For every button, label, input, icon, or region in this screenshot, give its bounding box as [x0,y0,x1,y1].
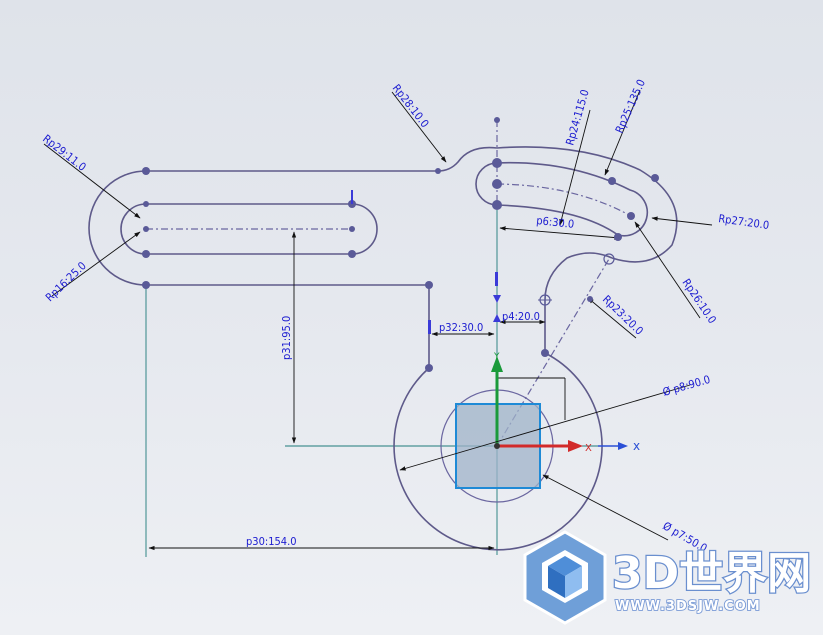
dim-p6-line [499,226,621,240]
sketch-point[interactable] [541,349,549,357]
sketch-point[interactable] [142,250,150,258]
constraint-marker [428,320,431,334]
dim-p16-leader [51,231,141,297]
sketch-point[interactable] [651,174,659,182]
dim-p24-leader [559,109,591,226]
dim-p7-leader [542,474,669,541]
outer-circle-arc[interactable] [393,352,603,551]
dim-p8-label[interactable]: Ø p8:90.0 [661,373,712,399]
sketch-points[interactable] [142,117,659,372]
sketch-point[interactable] [143,201,149,207]
dim-p25-label[interactable]: Rp25:135.0 [613,77,648,135]
dim-p6-label[interactable]: p6:30.0 [536,214,575,231]
dim-p23-leader [587,297,637,339]
dim-p16-label[interactable]: Rp16:25.0 [43,259,89,304]
sketch-point[interactable] [143,226,149,232]
dim-p28-leader [391,91,447,163]
sketch-point[interactable] [614,233,622,241]
x-ref-arrowhead [618,442,628,450]
sketch-point[interactable] [627,212,635,220]
sketch-point[interactable] [492,179,502,189]
triad-x-label: X [585,443,592,454]
sketch-point[interactable] [142,281,150,289]
constraint-marker [351,190,353,204]
sketch-point[interactable] [435,168,441,174]
dim-p28-label[interactable]: Rp28:10.0 [390,82,432,130]
sketch-point[interactable] [494,117,500,123]
sketch-center-marker[interactable] [603,253,615,265]
y-arrowhead [491,356,503,372]
sketch-point[interactable] [348,250,356,258]
dim-p32-label[interactable]: p32:30.0 [439,321,483,334]
x-arrowhead [568,440,583,452]
watermark-cube-icon [523,530,607,625]
curved-arm-outer[interactable] [496,146,678,263]
constraint-triangle [493,314,501,322]
connecting-arc[interactable] [544,252,613,353]
dim-p26-label[interactable]: Rp26:10.0 [680,276,719,326]
dim-p27-leader [651,216,713,226]
sketch-point[interactable] [492,158,502,168]
dimension-lines [43,89,713,551]
sketch-point[interactable] [608,177,616,185]
dim-p29-leader [43,143,141,219]
dimension-labels[interactable]: Rp28:10.0 Rp29:11.0 Rp16:25.0 Rp24:115.0… [40,77,770,555]
sketch-point[interactable] [142,167,150,175]
watermark-brand: 3D世界网 [612,548,811,599]
watermark: 3D世界网 WWW.3DSJW.COM [523,530,812,625]
reference-lines [145,120,625,557]
triad[interactable]: Y X x [455,352,640,489]
triad-y-label: Y [493,352,500,362]
dim-p25-leader [604,89,641,176]
curved-arm-centerline [496,183,632,217]
x-axis-label: x [633,439,640,453]
dim-p26-leader [634,221,701,319]
dim-p4-label[interactable]: p4:20.0 [502,310,540,323]
sketch-point[interactable] [425,364,433,372]
inner-slot[interactable] [120,203,378,255]
dim-p31-label[interactable]: p31:95.0 [280,316,293,360]
sketch-point[interactable] [492,200,502,210]
dim-p29-label[interactable]: Rp29:11.0 [40,132,88,174]
sketch-point[interactable] [425,281,433,289]
dim-p30-label[interactable]: p30:154.0 [246,535,297,548]
sketch-geometry[interactable] [88,146,678,551]
sketch-point[interactable] [587,296,593,302]
outer-profile-left[interactable] [88,146,498,368]
constraint-triangle [493,295,501,303]
dim-p23-label[interactable]: Rp23:20.0 [600,293,646,338]
constraint-marker [495,272,498,286]
dim-p8-line [399,384,691,471]
dim-p24-label[interactable]: Rp24:115.0 [563,88,591,147]
origin-point [494,443,500,449]
dim-p27-label[interactable]: Rp27:20.0 [718,212,770,232]
watermark-url: WWW.3DSJW.COM [615,599,761,614]
sketch-point[interactable] [349,226,355,232]
